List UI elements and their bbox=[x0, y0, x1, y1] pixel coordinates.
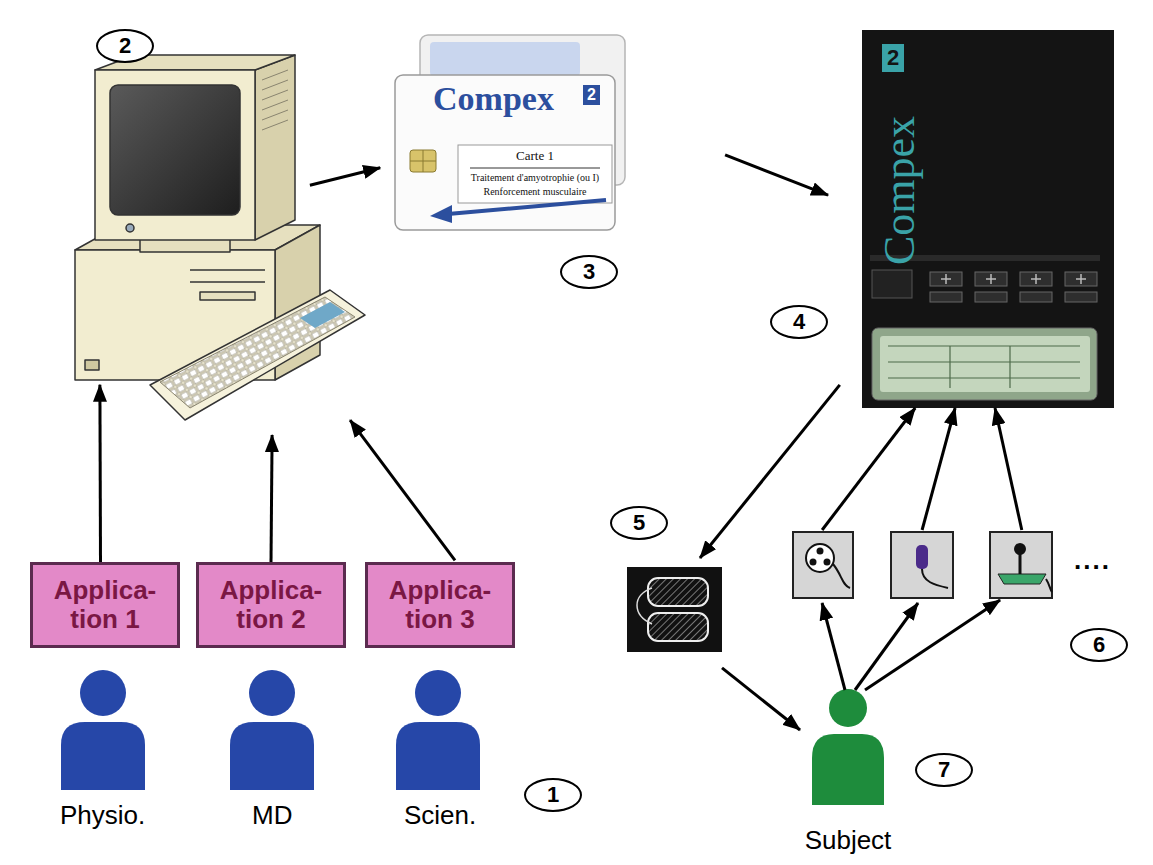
device-model-number: 2 bbox=[882, 44, 904, 72]
card-title: Carte 1 bbox=[460, 148, 610, 164]
subject-figure bbox=[812, 689, 884, 805]
callout-number: 4 bbox=[770, 305, 828, 339]
user-figures bbox=[61, 670, 480, 790]
flow-arrow bbox=[822, 408, 915, 530]
electrodes bbox=[627, 567, 722, 652]
callout-number: 2 bbox=[96, 29, 154, 63]
application-box: Applica- tion 2 bbox=[196, 562, 346, 648]
device-brand: Compex bbox=[878, 116, 922, 265]
flow-arrow bbox=[310, 168, 380, 185]
illustration-node: Subject 7 bbox=[780, 688, 980, 858]
flow-arrow bbox=[98, 385, 102, 562]
flow-arrow bbox=[995, 408, 1022, 530]
flow-arrow bbox=[271, 435, 272, 562]
role-label: MD bbox=[252, 800, 292, 830]
compex-device bbox=[862, 30, 1114, 408]
more-sensors: .... bbox=[1074, 545, 1111, 575]
callout-number: 6 bbox=[1070, 628, 1128, 662]
flow-arrow bbox=[700, 385, 840, 558]
application-box: Applica- tion 3 bbox=[365, 562, 515, 648]
flow-arrow bbox=[350, 420, 455, 560]
card-model-number: 2 bbox=[583, 85, 600, 105]
smart-cards bbox=[395, 35, 625, 230]
flow-arrow bbox=[722, 668, 800, 730]
subject-label: Subject bbox=[780, 825, 916, 855]
card-program: Renforcement musculaire bbox=[460, 185, 610, 198]
flow-arrow bbox=[922, 408, 955, 530]
illustration-node: Compex 2 4 bbox=[770, 30, 1114, 408]
application-label: Applica- tion 2 bbox=[205, 576, 337, 633]
computer bbox=[75, 55, 365, 420]
application-label: Applica- tion 1 bbox=[39, 576, 171, 633]
callout-number: 3 bbox=[560, 255, 618, 289]
sensors bbox=[793, 532, 1052, 598]
card-program: Traitement d'amyotrophie (ou I) bbox=[460, 171, 610, 184]
application-label: Applica- tion 3 bbox=[374, 576, 506, 633]
flow-arrow bbox=[725, 155, 828, 195]
illustration-node: 2 bbox=[60, 25, 360, 440]
role-label: Scien. bbox=[404, 800, 476, 830]
callout-number: 5 bbox=[610, 506, 668, 540]
card-brand: Compex bbox=[433, 82, 554, 116]
application-box: Applica- tion 1 bbox=[30, 562, 180, 648]
callout-number: 1 bbox=[524, 778, 582, 812]
flow-arrow bbox=[865, 600, 1000, 690]
role-label: Physio. bbox=[60, 800, 145, 830]
flow-arrow bbox=[822, 603, 845, 690]
illustration-node: Compex 2Carte 1 Traitement d'amyotrophie (… bbox=[385, 30, 625, 290]
illustration-node: 5 bbox=[627, 503, 722, 652]
callout-number: 7 bbox=[915, 753, 973, 787]
